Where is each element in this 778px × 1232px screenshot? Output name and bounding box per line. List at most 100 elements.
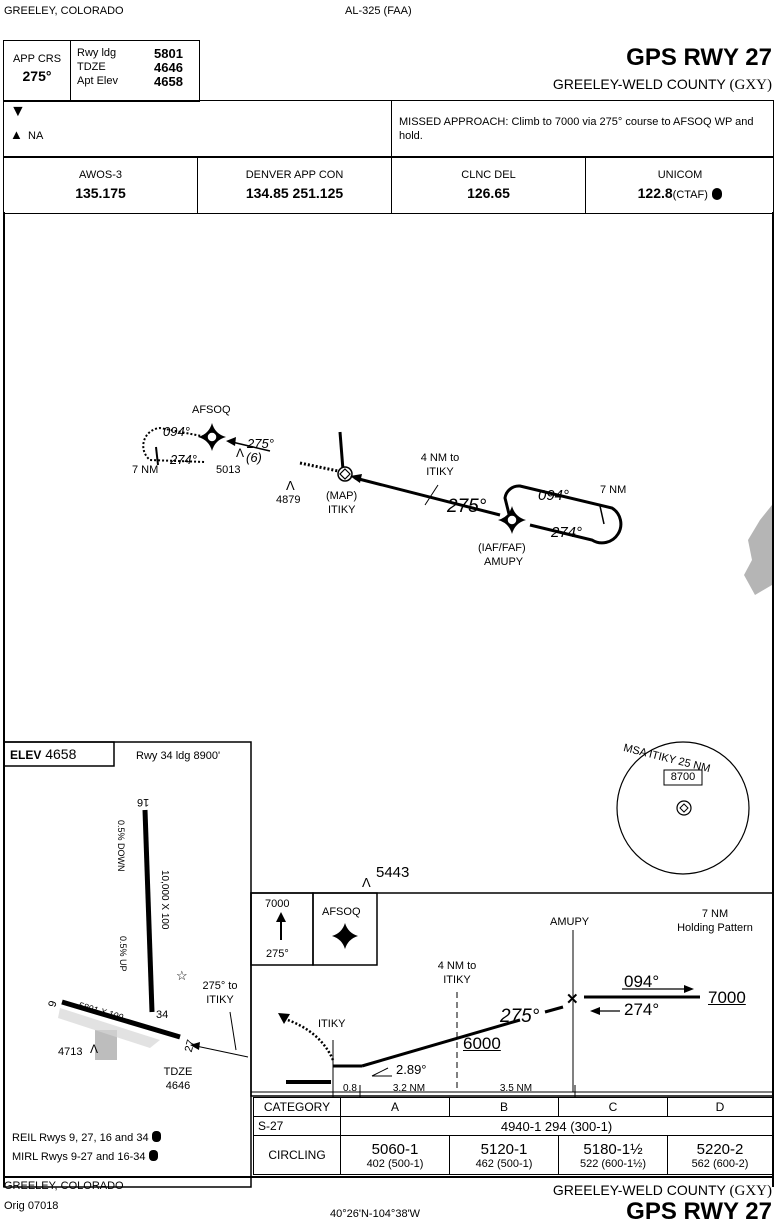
dist-label-2: ITIKY <box>426 466 454 478</box>
profile-afsoq: AFSOQ <box>322 906 361 918</box>
circling-c-hat: 522 (600-1½) <box>579 1157 647 1170</box>
tdze-label: TDZE <box>77 61 106 73</box>
elev-label-group: ELEV 4658 <box>10 746 76 762</box>
min-header-category: CATEGORY <box>253 1097 341 1117</box>
ma-arrow-line <box>231 441 271 452</box>
grad-down: 0.5% DOWN <box>116 820 126 872</box>
frame-left <box>3 212 5 1187</box>
grad-up: 0.5% UP <box>118 936 128 972</box>
footer-location: GREELEY, COLORADO <box>4 1180 124 1192</box>
circling-c-mda: 5180-1½ <box>583 1140 643 1158</box>
profile-ma-curve <box>281 1016 335 1061</box>
obs-icon: Λ <box>90 1042 99 1056</box>
tdze-value: 4646 <box>154 60 183 75</box>
min-header-d: D <box>667 1097 773 1117</box>
approach-label: DENVER APP CON <box>245 169 344 181</box>
ma-arrow-head <box>226 437 236 446</box>
elev-label: ELEV <box>10 748 42 762</box>
msa-alt: 8700 <box>670 771 696 783</box>
pilot-controlled-lighting-icon <box>712 188 723 200</box>
profile-in-course: 274° <box>624 1000 660 1019</box>
seg-1: 0.8 <box>343 1083 357 1094</box>
pcl-icon-mirl <box>148 1150 158 1161</box>
afsoq-hold-out: 094° <box>163 424 190 439</box>
missed-approach-text: MISSED APPROACH: Climb to 7000 via 275° … <box>399 116 754 142</box>
profile-afsoq-icon <box>332 923 358 949</box>
obstacle-icon: Λ <box>286 478 295 493</box>
afsoq-hold-pattern <box>142 426 213 463</box>
profile-fix-alt: 7000 <box>708 988 746 1007</box>
final-approach-course <box>354 476 501 517</box>
notes-strip: ▼ ▲ NA MISSED APPROACH: Climb to 7000 vi… <box>3 100 774 158</box>
amupy-hold-pattern <box>503 484 623 545</box>
profile-itiky-alt: 6000 <box>463 1034 501 1053</box>
beacon-icon: ☆ <box>176 968 188 983</box>
seg-2: 3.2 NM <box>392 1083 426 1094</box>
profile-ma-arrowhead <box>278 1013 290 1024</box>
afsoq-hold-in: 274° <box>170 452 197 467</box>
airport-name: GREELEY-WELD COUNTY <box>552 76 726 92</box>
hold-note-2: Holding Pattern <box>677 922 753 934</box>
course-arrow-head <box>190 1042 200 1050</box>
apron-area <box>95 1030 117 1060</box>
minimums-header-row: CATEGORY A B C D <box>253 1097 773 1117</box>
course-arrow-line <box>195 1045 249 1058</box>
profile-obstacle-icon: Λ <box>362 875 371 890</box>
profile-itiky: ITIKY <box>318 1018 346 1030</box>
circling-d-hat: 562 (600-2) <box>691 1157 749 1170</box>
afsoq-alt: 5013 <box>216 464 241 476</box>
runway-extension <box>338 431 345 471</box>
glide-path-upper <box>544 1005 564 1014</box>
clnc-del-freq: 126.65 <box>467 185 510 201</box>
circling-d-mda: 5220-2 <box>696 1140 744 1158</box>
rwy-16-34-dims: 10,000 X 100 <box>159 870 170 930</box>
awos-label: AWOS-3 <box>79 169 122 181</box>
footer-airport-id: (GXY) <box>729 1183 773 1199</box>
min-header-a: A <box>340 1097 450 1117</box>
climb-alt: 7000 <box>265 898 290 910</box>
amupy-fix-icon: ✕ <box>566 991 579 1008</box>
ma-course: 275° <box>247 436 274 451</box>
pcl-icon-reil <box>151 1131 161 1142</box>
amupy-hold-in: 274° <box>551 524 583 541</box>
profile-gpa: 2.89° <box>396 1062 427 1077</box>
awos-freq: 135.175 <box>75 185 126 201</box>
course-note-2: ITIKY <box>206 994 234 1006</box>
afsoq-waypoint-icon <box>198 423 226 451</box>
ctaf-label: (CTAF) <box>672 189 708 201</box>
minimums-table: CATEGORY A B C D S-27 4940-1 294 (300-1)… <box>253 1097 773 1175</box>
profile-amupy: AMUPY <box>550 916 590 928</box>
circling-a-mda: 5060-1 <box>371 1140 419 1158</box>
unicom-freq: 122.8 <box>637 185 673 201</box>
dist-label-1: 4 NM to <box>420 452 460 464</box>
min-straight-label: S-27 <box>253 1116 341 1136</box>
min-straight-value: 4940-1 294 (300-1) <box>340 1116 773 1136</box>
afsoq-hold-leg: 7 NM <box>132 464 159 476</box>
taxiway <box>58 1008 160 1048</box>
glide-path <box>361 1018 521 1068</box>
footer-title: GPS RWY 27 <box>626 1198 772 1225</box>
alternate-na: NA <box>28 130 44 142</box>
profile-dist-2: ITIKY <box>443 974 471 986</box>
hold-note-1: 7 NM <box>701 908 729 920</box>
reil-text: REIL Rwys 9, 27, 16 and 34 <box>12 1132 149 1144</box>
msa-center-icon <box>676 800 692 816</box>
comms-strip: AWOS-3 135.175 DENVER APP CON 134.85 251… <box>3 156 774 214</box>
alternate-icon: ▲ <box>10 127 23 142</box>
final-course-label: 275° <box>447 496 487 517</box>
amupy-hold-tick <box>599 505 605 525</box>
rwy-ldg-label: Rwy ldg <box>77 47 117 59</box>
map-label: (MAP) <box>326 490 358 502</box>
profile-frame <box>250 892 774 1097</box>
dist-tick <box>424 484 439 506</box>
min-header-b: B <box>449 1097 559 1117</box>
apt-elev-value: 4658 <box>154 74 183 89</box>
profile-dist-1: 4 NM to <box>437 960 477 972</box>
footer-coords: 40°26'N-104°38'W <box>330 1208 421 1220</box>
profile-obstacle-top: 5443 <box>376 864 410 881</box>
amupy-hold-out: 094° <box>538 487 570 504</box>
